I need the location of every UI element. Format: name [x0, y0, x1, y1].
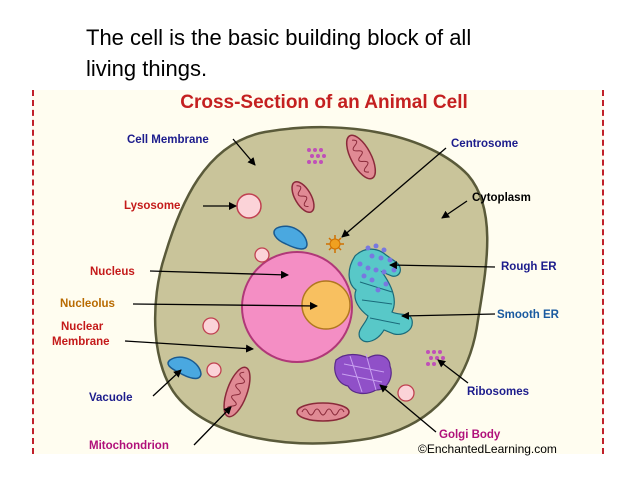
diagram-title: Cross-Section of an Animal Cell [180, 92, 468, 113]
label-nuclear-membrane-line1: Nuclear [61, 321, 104, 333]
label-ribosomes: Ribosomes [467, 386, 529, 398]
golgi-body-shape [334, 353, 392, 395]
mitochondrion-shape [345, 134, 377, 180]
label-cell-membrane: Cell Membrane [127, 134, 209, 146]
caption: The cell is the basic building block of … [86, 22, 606, 84]
label-vacuole: Vacuole [89, 392, 132, 404]
lysosome-shape [397, 384, 415, 402]
lysosome-shape [236, 193, 262, 219]
label-mitochondrion: Mitochondrion [89, 440, 169, 452]
label-nucleus: Nucleus [90, 266, 135, 278]
ribosome-cluster [426, 350, 445, 366]
copyright-text: ©EnchantedLearning.com [418, 442, 557, 456]
mitochondrion-shape [291, 180, 315, 214]
centrosome-shape [326, 235, 344, 253]
vacuole-shape [273, 225, 308, 250]
lysosome-shape [206, 362, 222, 378]
lysosome-shape [202, 317, 220, 335]
label-smooth-er: Smooth ER [497, 309, 560, 321]
label-rough-er: Rough ER [501, 261, 557, 273]
label-cytoplasm: Cytoplasm [472, 192, 531, 204]
label-centrosome: Centrosome [451, 138, 518, 150]
label-lysosome: Lysosome [124, 200, 180, 212]
nucleus-shape [241, 251, 353, 363]
caption-line-1: The cell is the basic building block of … [86, 25, 472, 50]
nucleolus-shape [301, 280, 351, 330]
vacuole-shape [167, 356, 202, 380]
lysosome-shape [254, 247, 270, 263]
mitochondrion-shape [296, 402, 350, 422]
caption-line-2: living things. [86, 56, 208, 81]
endoplasmic-reticulum-shape [348, 248, 413, 343]
ribosome-cluster [307, 148, 326, 164]
label-nuclear-membrane-line2: Membrane [52, 336, 110, 348]
label-golgi-body: Golgi Body [439, 429, 501, 441]
mitochondrion-shape [223, 366, 251, 418]
label-nucleolus: Nucleolus [60, 298, 115, 310]
